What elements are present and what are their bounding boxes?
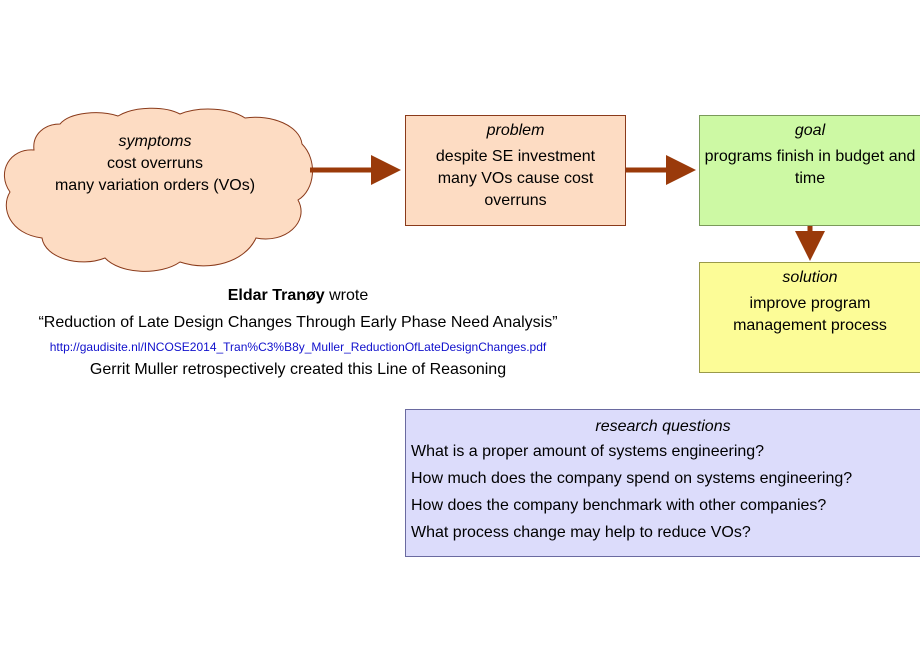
- problem-node: problem despite SE investment many VOs c…: [405, 115, 626, 226]
- research-questions-node: research questions What is a proper amou…: [405, 409, 920, 557]
- problem-text: despite SE investment many VOs cause cos…: [435, 148, 596, 209]
- research-heading: research questions: [595, 418, 731, 435]
- reference-url[interactable]: http://gaudisite.nl/INCOSE2014_Tran%C3%B…: [49, 340, 547, 354]
- goal-text: programs finish in budget and time: [704, 148, 916, 187]
- symptoms-heading: symptoms: [118, 133, 192, 150]
- solution-heading: solution: [782, 269, 838, 286]
- goal-node: goal programs finish in budget and time: [699, 115, 920, 226]
- symptoms-node: symptoms cost overruns many variation or…: [20, 131, 290, 197]
- research-question: How much does the company spend on syste…: [411, 470, 853, 487]
- research-question: What is a proper amount of systems engin…: [411, 443, 765, 460]
- solution-text: improve program management process: [733, 295, 887, 334]
- reference-author: Eldar Tranøy: [227, 287, 325, 304]
- reference-wrote: wrote: [329, 287, 369, 304]
- solution-node: solution improve program management proc…: [699, 262, 920, 373]
- problem-heading: problem: [486, 122, 545, 139]
- goal-heading: goal: [794, 122, 826, 139]
- research-question: How does the company benchmark with othe…: [411, 497, 827, 514]
- research-question: What process change may help to reduce V…: [411, 524, 751, 541]
- reference-note: Gerrit Muller retrospectively created th…: [89, 361, 507, 378]
- reference-title: “Reduction of Late Design Changes Throug…: [38, 314, 558, 331]
- symptom-line: many variation orders (VOs): [54, 177, 256, 194]
- symptoms-cloud: [4, 107, 314, 272]
- reference-author-line: Eldar Tranøy wrote: [0, 287, 596, 305]
- symptom-line: cost overruns: [106, 155, 204, 172]
